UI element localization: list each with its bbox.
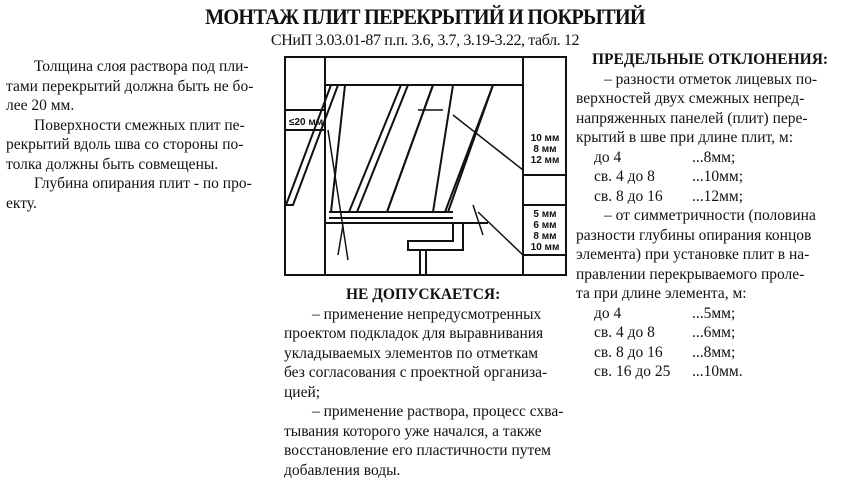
text-line: – применение непредусмотренных (312, 305, 542, 323)
text-line: екту. (6, 194, 37, 212)
label: 8 мм (533, 144, 556, 155)
table-row: до 4 ...5мм; (576, 304, 850, 324)
text-line: рекрытий вдоль шва со стороны по- (6, 136, 244, 153)
label: 5 мм (533, 209, 556, 220)
paragraph-surfaces: Поверхности смежных плит пе- рекрытий вд… (6, 116, 276, 175)
label: 10 мм (531, 133, 560, 144)
floor-slabs (284, 84, 495, 224)
text-line: Толщина слоя раствора под пли- (34, 58, 249, 75)
right-column: ПРЕДЕЛЬНЫЕ ОТКЛОНЕНИЯ: – разности отмето… (576, 50, 850, 382)
bottom-center-column: НЕ ДОПУСКАЕТСЯ: – применение непредусмот… (284, 285, 576, 480)
text-line: добавления воды. (284, 461, 401, 479)
label: 6 мм (533, 220, 556, 231)
text-line: Поверхности смежных плит пе- (34, 116, 245, 134)
label: 12 мм (531, 155, 560, 166)
table-row: св. 8 до 16 ...12мм; (576, 187, 850, 207)
table-row: св. 4 до 8 ...6мм; (576, 323, 850, 343)
slab-installation-drawing: ≤20 мм 10 мм 8 мм 12 мм 5 мм 6 мм 8 мм 1… (284, 56, 567, 276)
paragraph-mortar: Толщина слоя раствора под пли- тами пере… (6, 57, 276, 116)
text-line: верхностей двух смежных непред- (576, 90, 805, 107)
text-line: разности глубины опирания концов (576, 226, 812, 244)
text-line: тами перекрытий должна быть не бо- (6, 77, 254, 95)
text-line: – применение раствора, процесс схва- (312, 403, 564, 420)
table-cell: ...8мм; (692, 148, 736, 166)
text-line: укладываемых элементов по отметкам (284, 344, 539, 362)
table-cell: ...12мм; (692, 187, 744, 205)
text-line: проектом подкладок для выравнивания (284, 325, 544, 342)
left-column: Толщина слоя раствора под пли- тами пере… (6, 57, 276, 213)
text-line: крытий в шве при длине плит, м: (576, 129, 794, 146)
table-cell: до 4 (594, 304, 622, 322)
table-row: до 4 ...8мм; (576, 148, 850, 168)
text-line: без согласования с проектной организа- (284, 364, 548, 381)
table-row: св. 4 до 8 ...10мм; (576, 167, 850, 187)
table-cell: св. 16 до 25 (594, 363, 671, 380)
table-cell: ...10мм. (692, 363, 743, 380)
tolerance-table-2: до 4 ...5мм; св. 4 до 8 ...6мм; св. 8 до 1… (576, 304, 850, 382)
table-cell: до 4 (594, 148, 622, 166)
text-line: толка должны быть совмещены. (6, 155, 219, 173)
page-title: МОНТАЖ ПЛИТ ПЕРЕКРЫТИЙ И ПОКРЫТИЙ (205, 4, 646, 29)
text-line: правлении перекрываемого проле- (576, 265, 805, 283)
text-line: напряженных панелей (плит) пере- (576, 109, 808, 127)
label: 8 мм (533, 231, 556, 242)
table-cell: ...8мм; (692, 343, 736, 361)
text-line: восстановление его пластичности путем (284, 442, 551, 459)
label: 10 мм (531, 242, 560, 253)
text-line: элемента) при установке плит в на- (576, 246, 810, 263)
text-line: цией; (284, 383, 321, 401)
paragraph-support: Глубина опирания плит - по про- екту. (6, 174, 276, 213)
table-cell: ...6мм; (692, 324, 736, 341)
table-cell: св. 8 до 16 (594, 187, 663, 205)
not-allowed-heading: НЕ ДОПУСКАЕТСЯ: (346, 286, 501, 303)
page-subtitle: СНиП 3.03.01-87 п.п. 3.6, 3.7, 3.19-3.22… (270, 32, 580, 49)
table-row: св. 8 до 16 ...8мм; (576, 343, 850, 363)
tolerance-table-1: до 4 ...8мм; св. 4 до 8 ...10мм; св. 8 до … (576, 148, 850, 207)
text-line: тывания которого уже начался, а также (284, 422, 542, 440)
text-line: – разности отметок лицевых по- (604, 70, 818, 88)
leader-lines (327, 109, 524, 261)
text-line: – от симметричности (половина (604, 207, 816, 224)
table-cell: св. 8 до 16 (594, 343, 663, 361)
table-cell: ...10мм; (692, 168, 744, 185)
mortar-thickness-label: ≤20 мм (289, 117, 323, 128)
limit-deviations-heading: ПРЕДЕЛЬНЫЕ ОТКЛОНЕНИЯ: (592, 51, 829, 68)
text-line: Глубина опирания плит - по про- (34, 175, 252, 192)
table-row: св. 16 до 25 ...10мм. (576, 362, 850, 382)
support-beam (403, 222, 464, 251)
table-cell: ...5мм; (692, 304, 736, 322)
table-cell: св. 4 до 8 (594, 324, 655, 341)
table-cell: св. 4 до 8 (594, 168, 655, 185)
text-line: та при длине элемента, м: (576, 285, 747, 302)
text-line: лее 20 мм. (6, 97, 75, 114)
joint-tolerance-labels: 10 мм 8 мм 12 мм 5 мм 6 мм 8 мм 10 мм (531, 133, 560, 253)
